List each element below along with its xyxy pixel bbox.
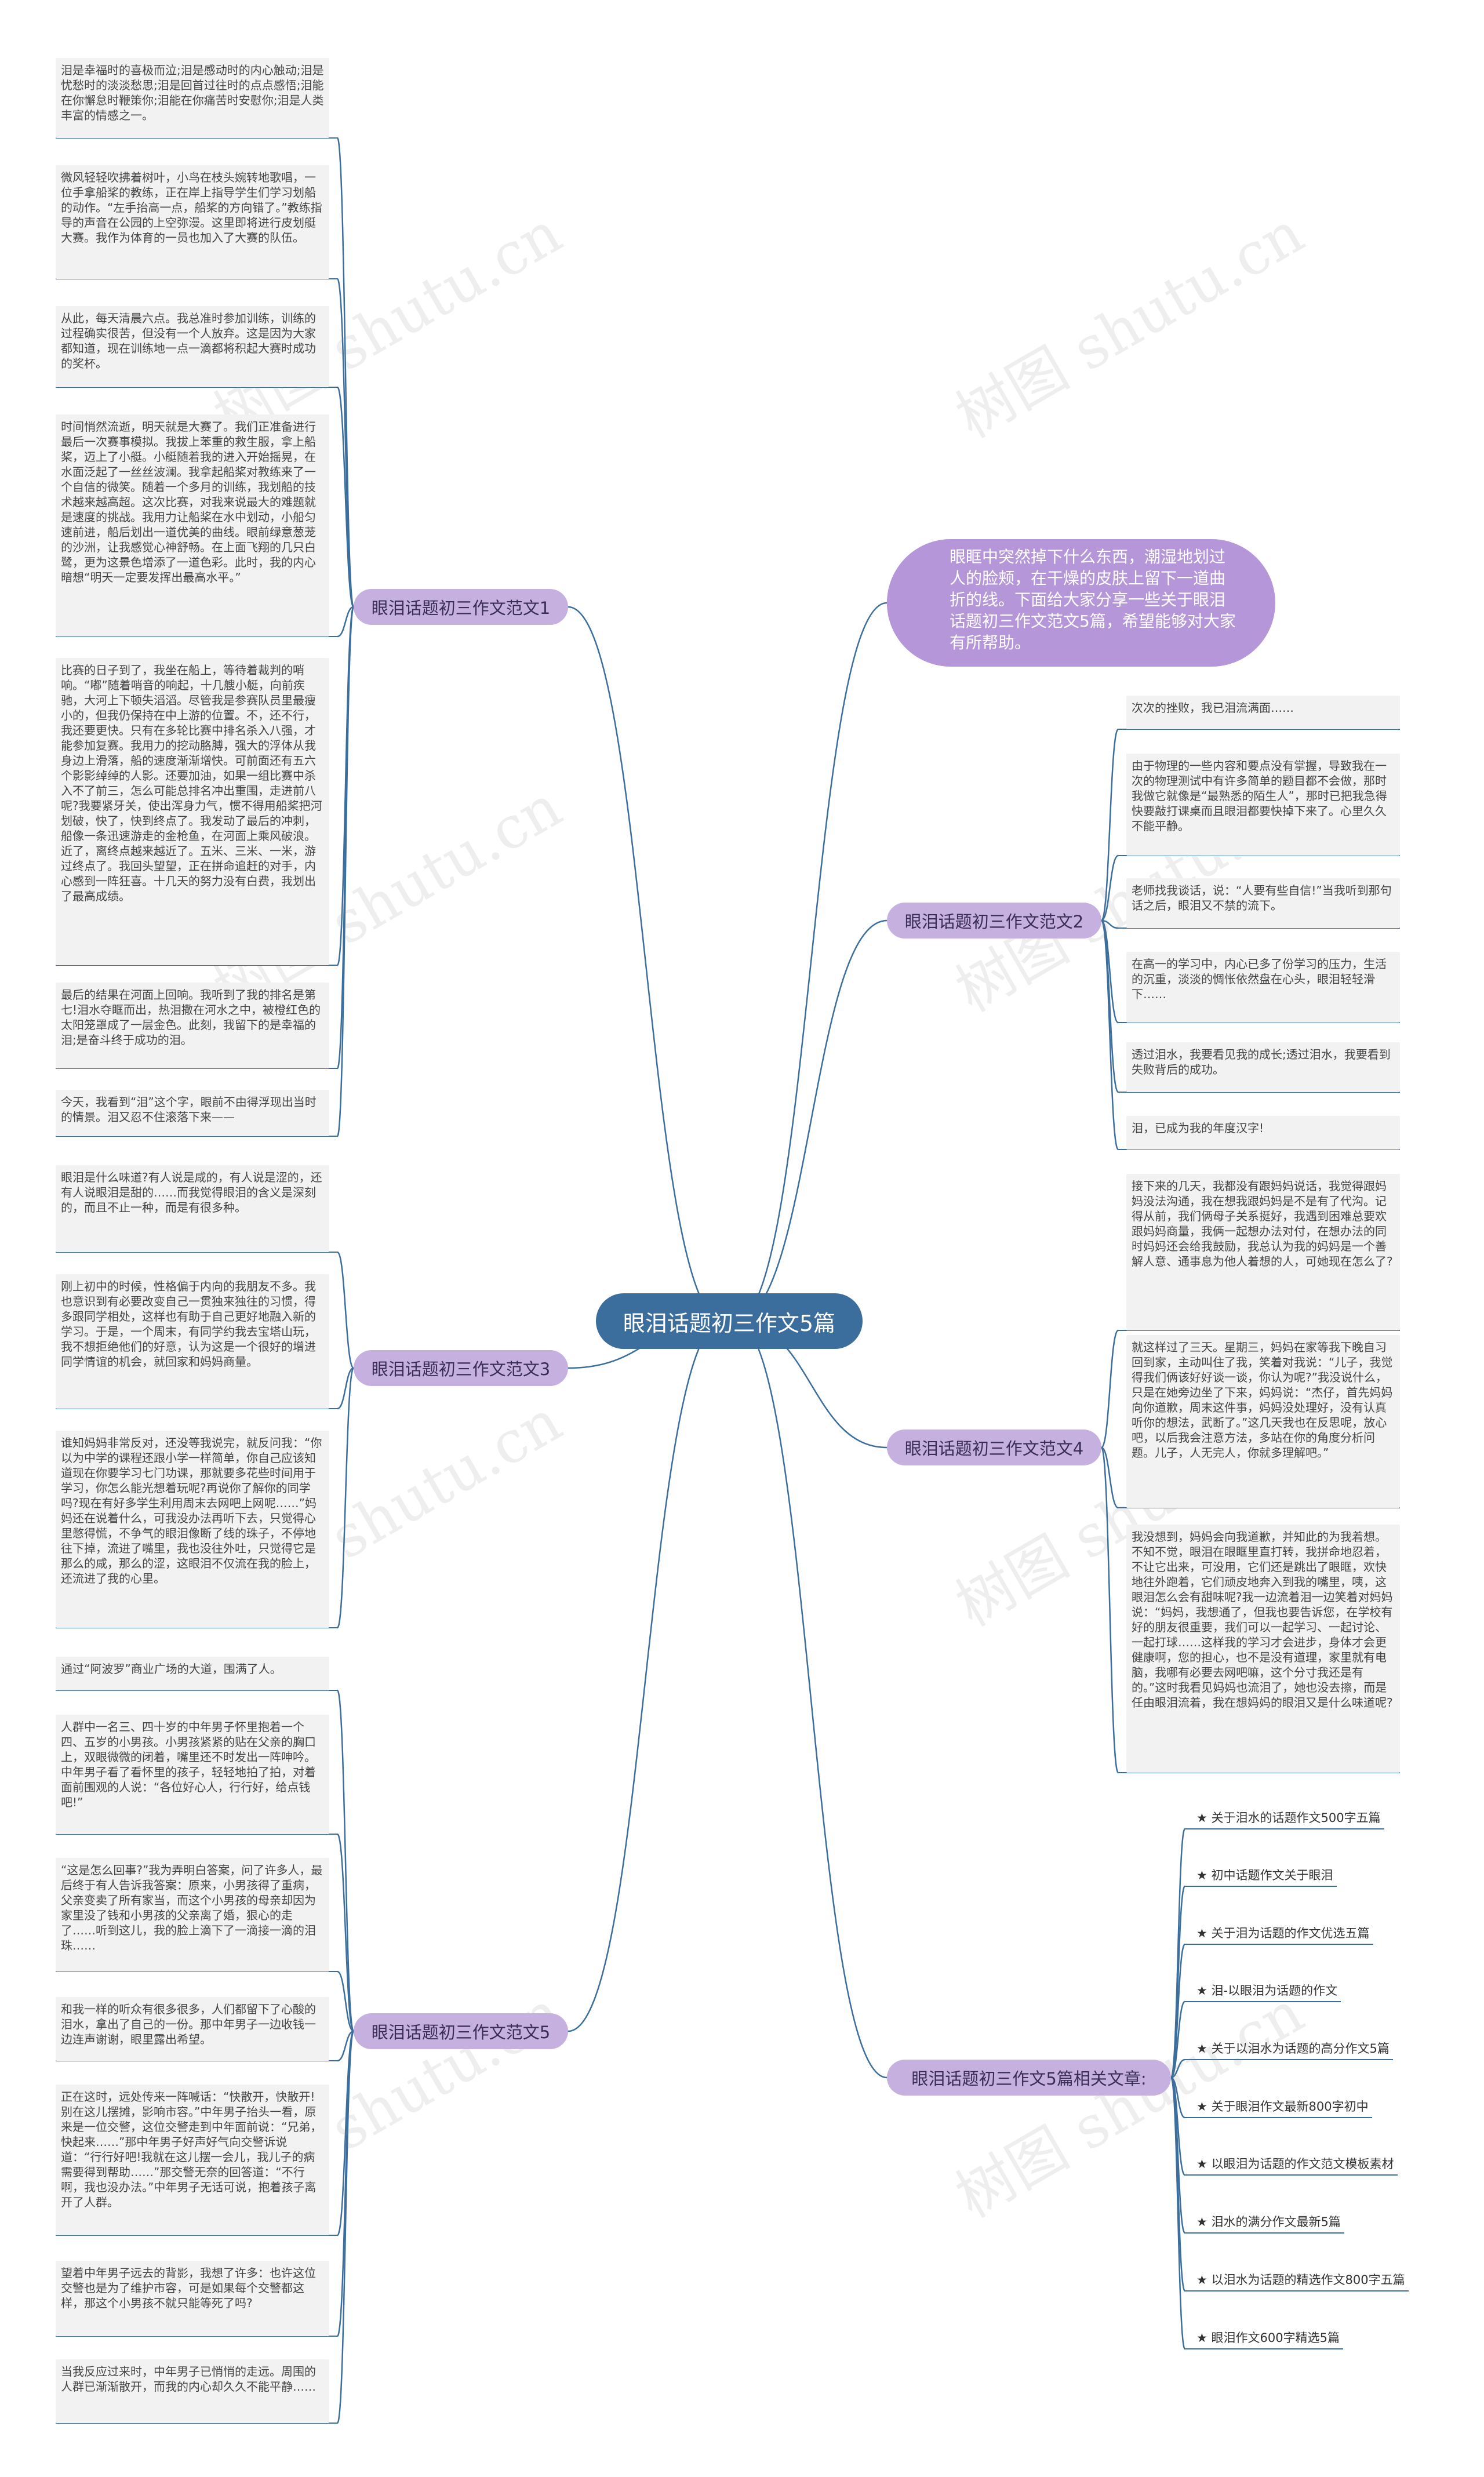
leaf-text: 从此，每天清晨六点。我总准时参加训练，训练的过程确实很苦，但没有一个人放弃。这是… xyxy=(56,306,329,387)
branch-essay-4[interactable]: 眼泪话题初三作文范文4 xyxy=(887,1430,1101,1465)
leaf-text: 通过“阿波罗”商业广场的大道，围满了人。 xyxy=(56,1657,329,1690)
branch-essay-1[interactable]: 眼泪话题初三作文范文1 xyxy=(354,589,568,625)
branch-leaf-connector xyxy=(337,1970,354,2032)
branch-leaf-connector xyxy=(336,1833,355,2032)
related-article-link[interactable]: ★ 以眼泪为话题的作文范文模板素材 xyxy=(1196,2157,1394,2171)
related-article-link[interactable]: ★ 泪水的满分作文最新5篇 xyxy=(1196,2215,1341,2229)
branch-leaf-connector xyxy=(336,1689,355,2032)
branch-essay-2[interactable]: 眼泪话题初三作文范文2 xyxy=(887,903,1101,939)
leaf-text: 时间悄然流逝，明天就是大赛了。我们正准备进行最后一次赛事模拟。我拔上苯重的救生服… xyxy=(56,414,329,636)
root-branch-connector xyxy=(734,602,888,1322)
leaf-text: 人群中一名三、四十岁的中年男子怀里抱着一个四、五岁的小男孩。小男孩紧紧的贴在父亲… xyxy=(56,1715,329,1834)
related-article-link[interactable]: ★ 以泪水为话题的精选作文800字五篇 xyxy=(1196,2273,1405,2287)
leaf-text: 最后的结果在河面上回响。我听到了我的排名是第七!泪水夺眶而出，热泪撒在河水之中，… xyxy=(56,983,329,1068)
root-branch-connector xyxy=(568,606,724,1322)
branch-leaf-connector xyxy=(336,2030,355,2424)
leaf-text: 在高一的学习中，内心已多了份学习的压力，生活的沉重，淡淡的惆怅依然盘在心头，眼泪… xyxy=(1126,952,1400,1023)
intro-summary[interactable]: 眼眶中突然掉下什么东西，潮湿地划过人的脸颊，在干燥的皮肤上留下一道曲折的线。下面… xyxy=(887,539,1275,667)
leaf-text: “这是怎么回事?”我为弄明白答案，问了许多人，最后终于有人告诉我答案：原来，小男… xyxy=(56,1858,329,1972)
leaf-text: 眼泪是什么味道?有人说是咸的，有人说是涩的，还有人说眼泪是甜的……而我觉得眼泪的… xyxy=(56,1165,329,1252)
related-article-link[interactable]: ★ 关于泪水的话题作文500字五篇 xyxy=(1196,1811,1381,1825)
branch-leaf-connector xyxy=(1170,2058,1185,2079)
leaf-text: 次次的挫败，我已泪流满面…… xyxy=(1126,696,1400,729)
root-topic[interactable]: 眼泪话题初三作文5篇 xyxy=(596,1293,863,1349)
branch-leaf-connector xyxy=(1170,1885,1186,2079)
leaf-text: 接下来的几天，我都没有跟妈妈说话，我觉得跟妈妈没法沟通，我在想我跟妈妈是不是有了… xyxy=(1126,1174,1400,1330)
leaf-text: 透过泪水，我要看见我的成长;透过泪水，我要看到失败背后的成功。 xyxy=(1126,1042,1400,1092)
leaf-text: 泪，已成为我的年度汉字! xyxy=(1126,1116,1400,1150)
branch-leaf-connector xyxy=(1170,2076,1186,2292)
related-article-link[interactable]: ★ 初中话题作文关于眼泪 xyxy=(1196,1868,1333,1882)
related-article-link[interactable]: ★ 关于以泪水为话题的高分作文5篇 xyxy=(1196,2042,1390,2056)
branch-essay-5[interactable]: 眼泪话题初三作文范文5 xyxy=(354,2013,568,2049)
branch-leaf-connector xyxy=(337,1367,354,1410)
root-branch-connector xyxy=(734,919,888,1322)
leaf-text: 正在这时，远处传来一阵喊话：“快散开，快散开!别在这儿摆摊，影响市容。”中年男子… xyxy=(56,2085,329,2235)
branch-leaf-connector xyxy=(1100,728,1119,922)
leaf-text: 谁知妈妈非常反对，还没等我说完，就反问我：“你以为中学的课程还跟小学一样简单，你… xyxy=(56,1431,329,1628)
leaf-text: 和我一样的听众有很多很多，人们都留下了心酸的泪水，拿出了自己的一份。那中年男子一… xyxy=(56,1997,329,2061)
branch-leaf-connector xyxy=(337,606,354,638)
branch-leaf-connector xyxy=(336,386,355,608)
leaf-text: 比赛的日子到了，我坐在船上，等待着裁判的哨响。“嘟”随着哨音的响起，十几艘小艇，… xyxy=(56,658,329,965)
branch-essay-3[interactable]: 眼泪话题初三作文范文3 xyxy=(354,1350,568,1386)
branch-related-articles[interactable]: 眼泪话题初三作文5篇相关文章: xyxy=(887,2060,1171,2096)
branch-leaf-connector xyxy=(336,137,355,608)
related-article-link[interactable]: ★ 关于泪为话题的作文优选五篇 xyxy=(1196,1926,1370,1940)
branch-leaf-connector xyxy=(1100,919,1119,1093)
leaf-text: 微风轻轻吹拂着树叶，小鸟在枝头婉转地歌唱，一位手拿船桨的教练，正在岸上指导学生们… xyxy=(56,165,329,279)
leaf-text: 今天，我看到“泪”这个字，眼前不由得浮现出当时的情景。泪又忍不住滚落下来—— xyxy=(56,1090,329,1136)
leaf-text: 由于物理的一些内容和要点没有掌握，导致我在一次的物理测试中有许多简单的题目都不会… xyxy=(1126,754,1400,856)
branch-leaf-connector xyxy=(337,2030,354,2062)
branch-leaf-connector xyxy=(336,606,355,1137)
related-article-link[interactable]: ★ 关于眼泪作文最新800字初中 xyxy=(1196,2100,1369,2114)
branch-leaf-connector xyxy=(336,1251,355,1369)
branch-leaf-connector xyxy=(1100,1446,1119,1774)
leaf-text: 我没想到，妈妈会向我道歉，并知此的为我着想。不知不觉，眼泪在眼眶里直打转，我拼命… xyxy=(1126,1525,1400,1773)
branch-leaf-connector xyxy=(1100,1329,1119,1449)
branch-leaf-connector xyxy=(1170,2076,1186,2350)
branch-leaf-connector xyxy=(336,1367,355,1629)
leaf-text: 望着中年男子远去的背影，我想了许多：也许这位交警也是为了维护市容，可是如果每个交… xyxy=(56,2261,329,2336)
root-branch-connector xyxy=(568,1320,724,2032)
branch-leaf-connector xyxy=(1101,919,1119,929)
branch-leaf-connector xyxy=(336,2030,355,2337)
leaf-text: 泪是幸福时的喜极而泣;泪是感动时的内心触动;泪是忧愁时的淡淡愁思;泪是回首过往时… xyxy=(56,58,329,138)
branch-leaf-connector xyxy=(1101,854,1119,922)
leaf-text: 老师找我谈话，说：“人要有些自信!”当我听到那句话之后，眼泪又不禁的流下。 xyxy=(1126,878,1400,928)
branch-leaf-connector xyxy=(1100,919,1119,1151)
leaf-text: 当我反应过来时，中年男子已悄悄的走远。周围的人群已渐渐散开，而我的内心却久久不能… xyxy=(56,2359,329,2423)
root-branch-connector xyxy=(734,1320,888,2079)
branch-leaf-connector xyxy=(336,278,355,608)
leaf-text: 就这样过了三天。星期三，妈妈在家等我下晚自习回到家，主动叫住了我，笑着对我说：“… xyxy=(1126,1335,1400,1508)
branch-leaf-connector xyxy=(1101,1446,1119,1509)
related-article-link[interactable]: ★ 泪-以眼泪为话题的作文 xyxy=(1196,1984,1338,1998)
related-article-link[interactable]: ★ 眼泪作文600字精选5篇 xyxy=(1196,2331,1340,2345)
leaf-text: 刚上初中的时候，性格偏于内向的我朋友不多。我也意识到有必要改变自己一贯独来独往的… xyxy=(56,1274,329,1409)
branch-leaf-connector xyxy=(1170,2000,1186,2079)
